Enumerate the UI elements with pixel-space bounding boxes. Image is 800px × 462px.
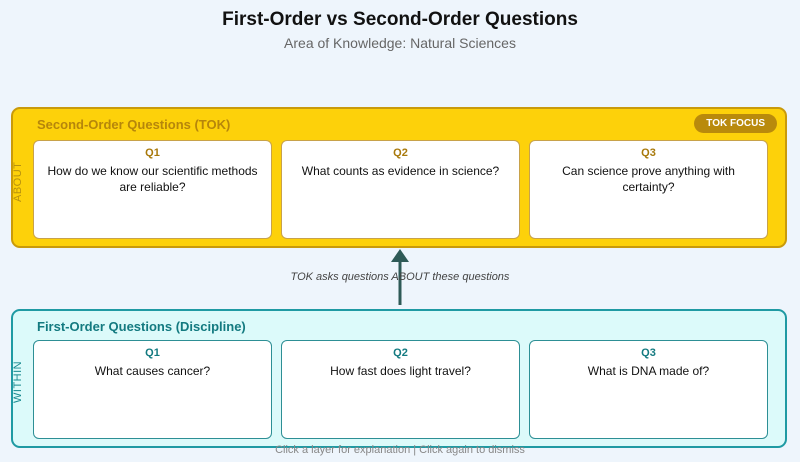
within-side-label: WITHIN xyxy=(12,360,24,404)
connector-label: TOK asks questions ABOUT these questions xyxy=(290,271,510,283)
first-order-card-q2: Q2 How fast does light travel? xyxy=(281,340,520,439)
question-id: Q1 xyxy=(145,147,160,159)
question-id: Q1 xyxy=(145,347,160,359)
footer-hint: Click a layer for explanation | Click ag… xyxy=(275,444,525,456)
second-order-card-q2: Q2 What counts as evidence in science? xyxy=(281,140,520,239)
question-id: Q3 xyxy=(641,147,656,159)
question-text: What counts as evidence in science? xyxy=(301,164,500,178)
up-arrow-icon xyxy=(391,249,409,305)
question-text: How do we know our scientific methods ar… xyxy=(47,164,258,194)
question-text: Can science prove anything with certaint… xyxy=(562,164,735,194)
second-order-card-q3: Q3 Can science prove anything with certa… xyxy=(529,140,768,239)
page-title: First-Order vs Second-Order Questions xyxy=(222,9,578,30)
tok-focus-badge: TOK FOCUS xyxy=(694,114,777,133)
first-order-layer[interactable]: First-Order Questions (Discipline) WITHI… xyxy=(11,309,787,448)
question-text: What causes cancer? xyxy=(94,364,211,378)
first-order-card-q3: Q3 What is DNA made of? xyxy=(529,340,768,439)
question-text: What is DNA made of? xyxy=(587,364,710,378)
page-subtitle: Area of Knowledge: Natural Sciences xyxy=(284,35,516,51)
question-text: How fast does light travel? xyxy=(330,364,471,378)
question-id: Q3 xyxy=(641,347,656,359)
first-order-title: First-Order Questions (Discipline) xyxy=(37,319,246,334)
question-id: Q2 xyxy=(393,347,408,359)
about-side-label: ABOUT xyxy=(12,161,24,203)
second-order-title: Second-Order Questions (TOK) xyxy=(37,117,231,132)
second-order-card-q1: Q1 How do we know our scientific methods… xyxy=(33,140,272,239)
second-order-layer[interactable]: Second-Order Questions (TOK) ABOUT TOK F… xyxy=(11,107,787,248)
question-id: Q2 xyxy=(393,147,408,159)
first-order-card-q1: Q1 What causes cancer? xyxy=(33,340,272,439)
